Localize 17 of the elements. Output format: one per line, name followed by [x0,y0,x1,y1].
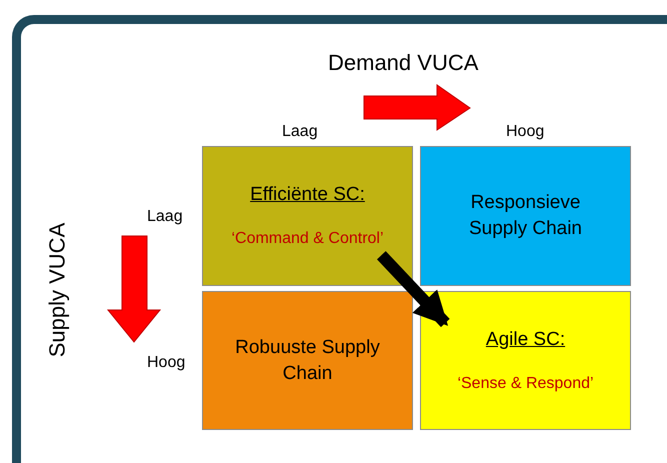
axis-label: Hoog [506,123,544,141]
quadrant-heading: Efficiënte SC: [250,183,365,208]
quadrant-label: Responsieve Supply Chain [468,191,584,241]
quadrant-box [420,291,631,430]
quadrant-box [202,291,413,430]
axis-title: Demand VUCA [328,50,478,76]
axis-label: Laag [147,208,183,226]
quadrant-box [202,146,413,286]
arrow [376,251,450,328]
quadrant-box [420,146,631,286]
axis-label: Laag [282,123,318,141]
quadrant-subtitle: ‘Command & Control’ [231,229,384,250]
quadrant-label: Robuuste Supply Chain [234,336,381,386]
axis-title: Supply VUCA [44,222,70,358]
quadrant-subtitle: ‘Sense & Respond’ [457,374,594,394]
axis-label: Hoog [147,354,186,372]
quadrant-heading: Agile SC: [486,328,566,352]
